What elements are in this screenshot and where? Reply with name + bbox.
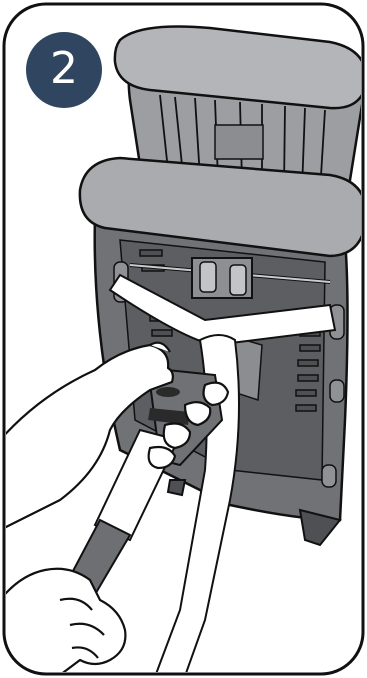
adjuster-clip [192, 258, 252, 298]
step-number-badge: 2 [26, 32, 102, 108]
step-number: 2 [50, 47, 78, 91]
